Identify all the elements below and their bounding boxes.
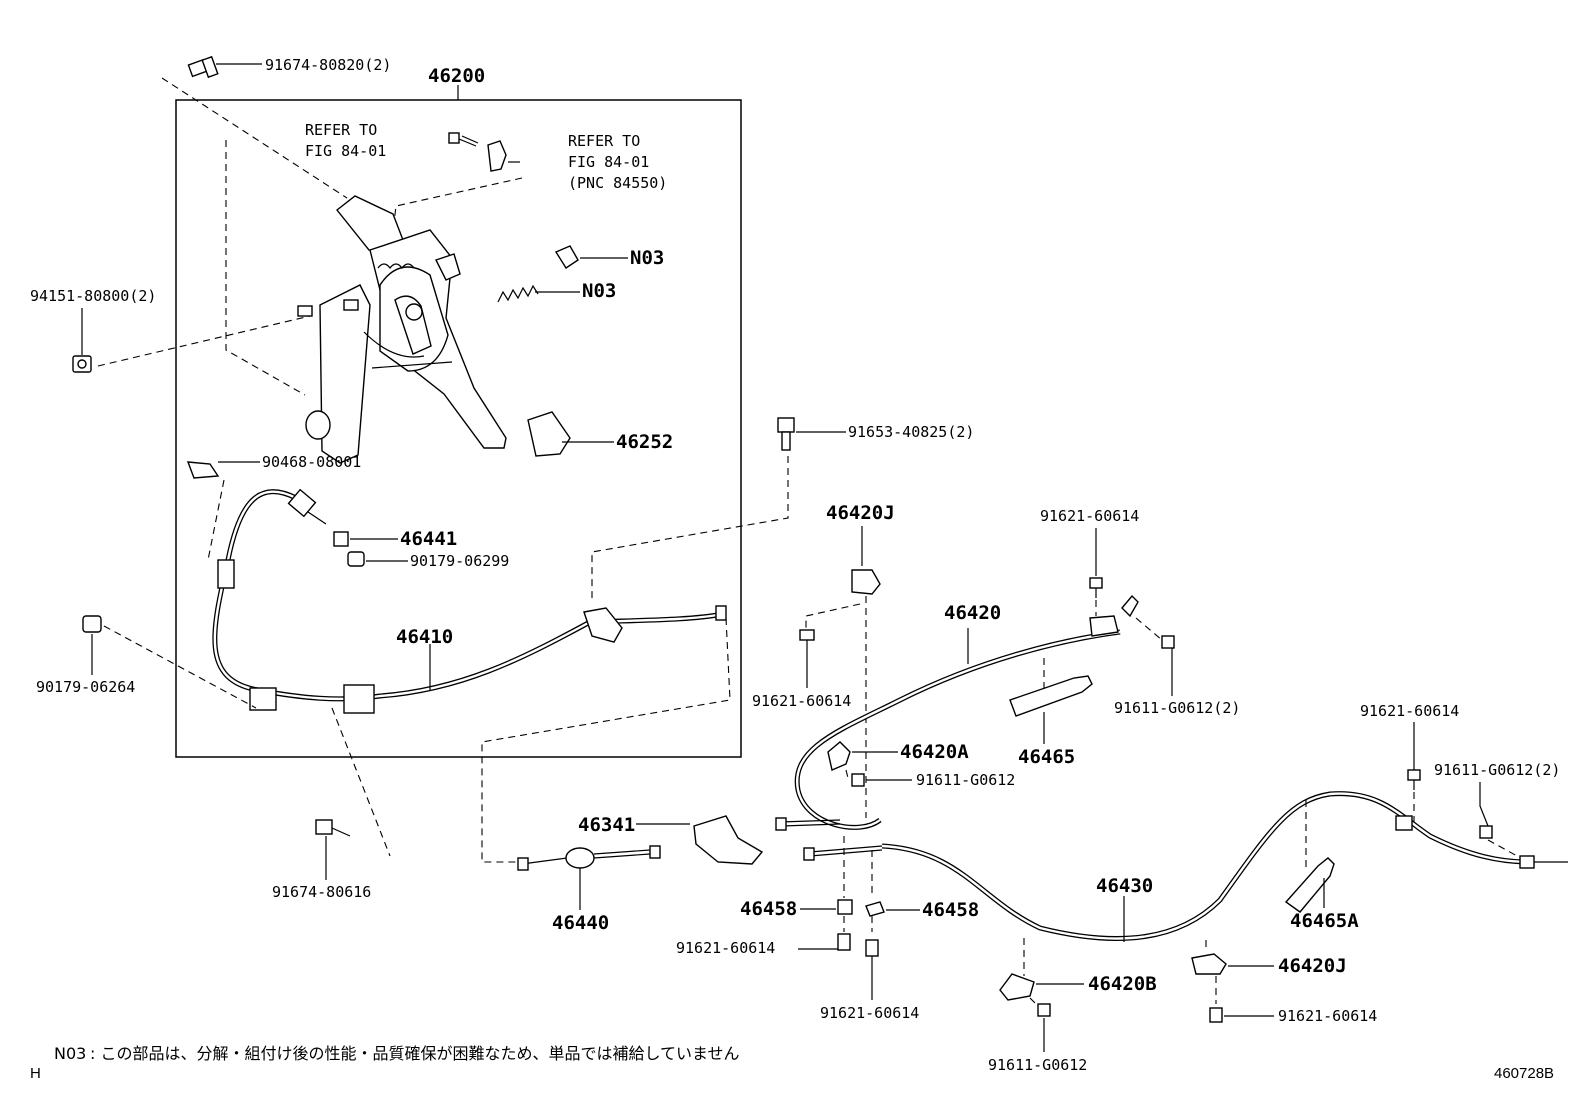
bolt-icon: [837, 933, 851, 951]
stud-bolt-icon: [297, 299, 359, 317]
label-90179-06299: 90179-06299: [410, 552, 509, 570]
label-91621-60614-f: 91621-60614: [1278, 1007, 1377, 1025]
pedal-pad-icon: [527, 411, 571, 457]
label-46420a: 46420A: [900, 741, 969, 763]
label-46420j-top: 46420J: [826, 502, 895, 524]
bracket-icon: [1191, 953, 1227, 975]
label-refer-right-1: REFER TO: [568, 132, 640, 150]
label-46410: 46410: [396, 626, 453, 648]
bolt-icon: [315, 819, 351, 837]
adjust-nut-icon: [333, 531, 349, 547]
label-46458-a: 46458: [740, 898, 797, 920]
bolt-icon: [1407, 769, 1421, 790]
label-91611-g0612-b: 91611-G0612: [916, 771, 1015, 789]
label-n03-b: N03: [582, 280, 616, 302]
label-46441: 46441: [400, 528, 457, 550]
spring-icon: [497, 284, 539, 303]
label-46430: 46430: [1096, 875, 1153, 897]
left-cable-46430: [803, 791, 1568, 942]
label-46465: 46465: [1018, 746, 1075, 768]
equalizer-bracket-icon: [693, 815, 764, 865]
label-91611-g0612-d: 91611-G0612: [988, 1056, 1087, 1074]
label-46200: 46200: [428, 65, 485, 87]
bracket-icon: [827, 741, 851, 771]
label-91621-60614-d: 91621-60614: [676, 939, 775, 957]
bolt-icon: [777, 417, 795, 451]
label-90179-06264: 90179-06264: [36, 678, 135, 696]
label-46341: 46341: [578, 814, 635, 836]
parking-brake-pedal-assembly: [305, 195, 507, 464]
bolt-icon: [865, 939, 879, 957]
label-refer-right-2: FIG 84-01: [568, 153, 649, 171]
label-94151-80800: 94151-80800(2): [30, 287, 156, 305]
label-91621-60614-e: 91621-60614: [820, 1004, 919, 1022]
label-n03-a: N03: [630, 247, 664, 269]
label-refer-left-1: REFER TO: [305, 121, 377, 139]
label-91611-g0612-c: 91611-G0612(2): [1434, 761, 1560, 779]
bolt-icon: [1089, 577, 1103, 598]
clip-icon: [837, 899, 853, 915]
bushing-icon: [554, 245, 579, 269]
label-refer-left-2: FIG 84-01: [305, 142, 386, 160]
label-91611-g0612-a: 91611-G0612(2): [1114, 699, 1240, 717]
bracket-clip-icon: [487, 140, 520, 172]
flange-nut-icon: [82, 615, 102, 633]
screw-icon: [1161, 635, 1175, 649]
bracket-icon: [999, 973, 1035, 1001]
bolt-icon: [1209, 1007, 1223, 1023]
label-46465a: 46465A: [1290, 910, 1359, 932]
right-cable-46420: [775, 594, 1139, 831]
label-46420: 46420: [944, 602, 1001, 624]
nut-icon: [72, 355, 92, 373]
intermediate-cable-46440: [517, 845, 661, 871]
label-refer-right-3: (PNC 84550): [568, 174, 667, 192]
clip-icon: [186, 461, 220, 479]
bolt-icon: [851, 773, 865, 787]
bracket-icon: [851, 569, 881, 595]
cable-boot-icon: [1284, 857, 1335, 913]
label-90468-08001: 90468-08001: [262, 453, 361, 471]
bolt-icon: [799, 629, 815, 656]
label-46252: 46252: [616, 431, 673, 453]
cable-boot-icon: [1009, 675, 1093, 717]
figure-id: 460728B: [1494, 1065, 1554, 1082]
label-46440: 46440: [552, 912, 609, 934]
bolt-icon: [1037, 1003, 1051, 1017]
bolt-icon: [187, 55, 219, 79]
corner-mark: H: [30, 1065, 41, 1082]
footnote-text: : この部品は、分解・組付け後の性能・品質確保が困難なため、単品では補給していま…: [90, 1044, 740, 1063]
label-46420j-bottom: 46420J: [1278, 955, 1347, 977]
label-91674-80616: 91674-80616: [272, 883, 371, 901]
label-91621-60614-b: 91621-60614: [1040, 507, 1139, 525]
front-cable-46410: [212, 488, 727, 714]
label-91621-60614-a: 91621-60614: [752, 692, 851, 710]
label-91621-60614-c: 91621-60614: [1360, 702, 1459, 720]
label-91653-40825: 91653-40825(2): [848, 423, 974, 441]
label-46420b: 46420B: [1088, 973, 1157, 995]
label-46458-b: 46458: [922, 899, 979, 921]
clip-icon: [865, 901, 885, 917]
footnote-code: N03: [54, 1044, 86, 1063]
label-91674-80820: 91674-80820(2): [265, 56, 391, 74]
bolt-icon: [1479, 825, 1493, 839]
lock-nut-icon: [347, 551, 365, 567]
screw-icon: [448, 132, 479, 147]
assembly-frame-46200: [175, 99, 742, 758]
